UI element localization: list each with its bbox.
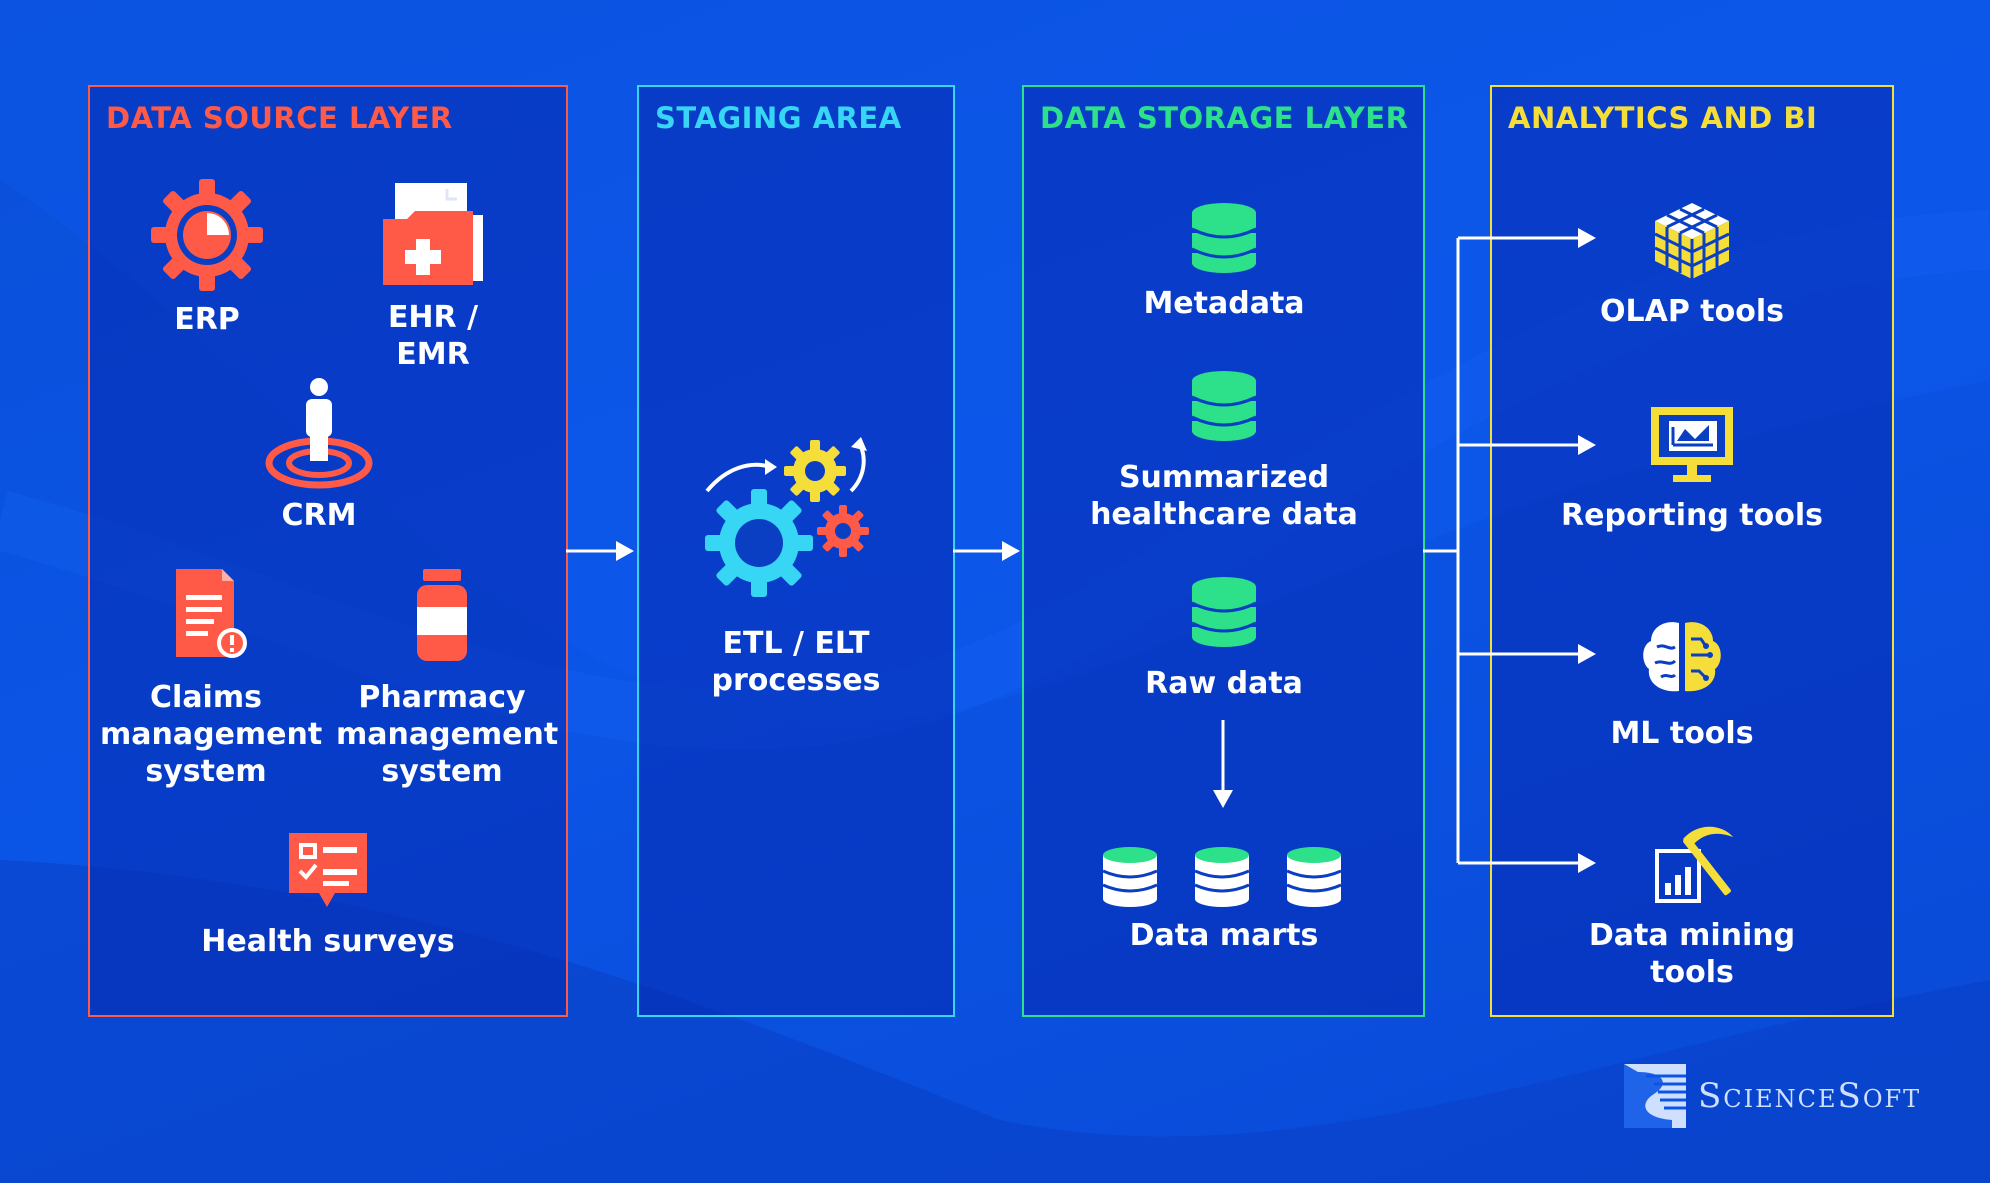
storage-summarized: Summarized healthcare data: [1054, 369, 1394, 533]
arrow-source-to-staging: [566, 541, 634, 561]
staging-etl-elt: ETL / ELT processes: [651, 437, 941, 699]
staging-label: ETL / ELT processes: [711, 626, 881, 698]
medicine-bottle-icon: [417, 569, 467, 661]
storage-label: Metadata: [1143, 286, 1305, 321]
bi-label: ML tools: [1610, 716, 1754, 751]
database-icon: [1191, 577, 1257, 647]
storage-label: Raw data: [1145, 666, 1303, 701]
brand-name: ScienceSoft: [1698, 1076, 1922, 1116]
arrow-raw-to-marts: [1213, 720, 1233, 808]
storage-data-marts: Data marts: [1074, 847, 1374, 954]
database-icon: [1191, 371, 1257, 441]
source-erp: ERP: [126, 175, 288, 338]
layer-title: DATA SOURCE LAYER: [106, 101, 453, 135]
document-alert-icon: [176, 569, 247, 658]
gear-chart-icon: [151, 179, 263, 291]
storage-label: Summarized healthcare data: [1090, 460, 1358, 532]
bi-reporting-tools: Reporting tools: [1552, 405, 1832, 534]
cube-icon: [1654, 203, 1730, 279]
source-ehr-emr: EHR / EMR: [350, 179, 516, 373]
bi-ml-tools: ML tools: [1582, 617, 1782, 752]
bi-data-mining-tools: Data mining tools: [1542, 821, 1842, 991]
database-icon: [1102, 847, 1342, 907]
layer-title: DATA STORAGE LAYER: [1040, 101, 1409, 135]
pickaxe-chart-icon: [1655, 826, 1733, 903]
storage-metadata: Metadata: [1074, 201, 1374, 322]
sciencesoft-logo: ScienceSoft: [1624, 1064, 1921, 1128]
sciencesoft-logo-icon: [1624, 1064, 1686, 1128]
source-label: Health surveys: [201, 924, 455, 959]
source-health-surveys: Health surveys: [186, 827, 470, 960]
monitor-chart-icon: [1651, 407, 1733, 482]
data-source-layer: DATA SOURCE LAYER ERP: [88, 85, 568, 1017]
branch-storage-to-bi: [1423, 228, 1596, 873]
layer-title: STAGING AREA: [655, 101, 902, 135]
source-label: Pharmacy management system: [336, 680, 559, 789]
database-icon: [1191, 203, 1257, 273]
person-target-icon: [265, 378, 373, 489]
bi-label: Reporting tools: [1561, 498, 1823, 533]
staging-area-layer: STAGING AREA: [637, 85, 955, 1017]
bi-olap-tools: OLAP tools: [1592, 199, 1792, 330]
medical-folder-icon: [383, 183, 483, 285]
brain-icon: [1643, 622, 1721, 692]
source-crm: CRM: [238, 375, 400, 534]
layer-title: ANALYTICS AND BI: [1508, 101, 1818, 135]
source-claims-management: Claims management system: [100, 565, 323, 790]
source-label: ERP: [174, 302, 240, 337]
source-pharmacy-management: Pharmacy management system: [336, 565, 559, 790]
gears-icon: [705, 437, 869, 597]
arrow-staging-to-storage: [953, 541, 1020, 561]
storage-label: Data marts: [1129, 918, 1319, 953]
source-label: Claims management system: [100, 680, 323, 789]
source-label: EHR / EMR: [387, 300, 479, 372]
data-storage-layer: DATA STORAGE LAYER Metadata: [1022, 85, 1425, 1017]
bi-label: OLAP tools: [1600, 294, 1784, 329]
storage-raw-data: Raw data: [1074, 575, 1374, 702]
survey-chat-icon: [289, 833, 367, 907]
bi-label: Data mining tools: [1588, 918, 1796, 990]
source-label: CRM: [281, 498, 357, 533]
